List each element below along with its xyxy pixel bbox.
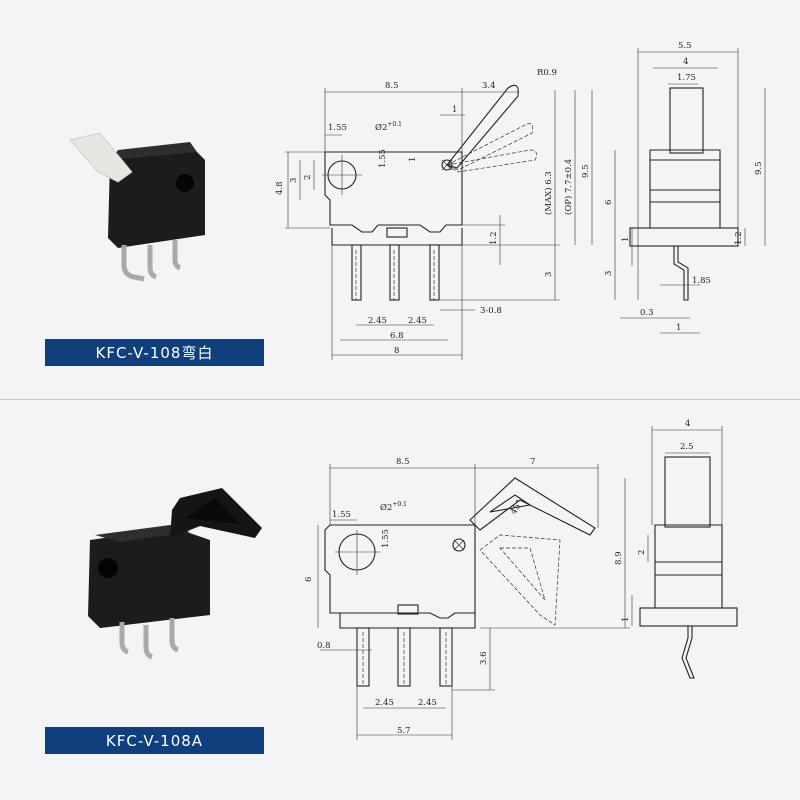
- product-section-kfc-v-108-bent: 8.5 3.4 R0.9 1.55 Ø2+0.1 1.55 1 1 4.8 3 …: [45, 41, 766, 366]
- dim-pin-length: 3: [544, 272, 554, 277]
- dim-side-width: 4: [685, 419, 690, 429]
- dim-pin-width: 3-0.8: [480, 306, 502, 316]
- side-view: [614, 48, 766, 334]
- dim-side-pin-thickness: 0.3: [640, 308, 654, 318]
- dim-hole-offset: 1.55: [328, 123, 347, 133]
- dim-side-pin-length: 3: [604, 271, 614, 276]
- dim-pivot-dx: 1: [452, 105, 457, 115]
- dim-side-width: 4: [683, 57, 688, 67]
- dim-pin-span: 5.7: [397, 726, 411, 736]
- dim-flange: 1.2: [489, 231, 499, 245]
- dim-overall-height: 8.9: [614, 551, 624, 565]
- dim-plunger-width: 2.5: [680, 442, 694, 452]
- dim-hole-center: 1.55: [378, 149, 388, 168]
- dim-body-height: 4.8: [275, 181, 285, 195]
- dim-side-base: 1: [621, 617, 631, 622]
- dim-pin-pitch-1: 2.45: [375, 698, 394, 708]
- dim-pin-thickness: 0.8: [317, 641, 331, 651]
- dim-side-step: 1: [621, 237, 631, 242]
- dim-pin-pitch-2: 2.45: [408, 316, 427, 326]
- dim-lever-radius: R0.9: [537, 68, 557, 78]
- product-section-kfc-v-108a: 8.5 7 1.55 Ø2+0.1 1.55 45° 6 8.9 0.8 3.6…: [0, 400, 800, 800]
- dim-side-height: 6: [604, 200, 614, 205]
- dim-hole-center: 1.55: [381, 529, 391, 548]
- dim-side-total: 5.5: [678, 41, 692, 51]
- dim-lever-offset: 3.4: [482, 81, 496, 91]
- dim-side-flange: 1.2: [734, 231, 744, 245]
- dim-body-width: 8.5: [396, 457, 410, 467]
- dim-pin-pitch-2: 2.45: [418, 698, 437, 708]
- white-lever-image: [69, 132, 133, 183]
- dim-hole-small: 2: [303, 175, 313, 180]
- product-photo: [69, 132, 205, 282]
- product-photo: [88, 488, 262, 660]
- dim-side-overall: 9.5: [754, 161, 764, 175]
- technical-drawing: 8.5 3.4 R0.9 1.55 Ø2+0.1 1.55 1 1 4.8 3 …: [69, 41, 766, 360]
- dim-body-width: 8.5: [385, 81, 399, 91]
- dimension-labels: 8.5 7 1.55 Ø2+0.1 1.55 45° 6 8.9 0.8 3.6…: [304, 419, 694, 736]
- dim-plunger-width: 1.75: [677, 73, 696, 83]
- side-view: [631, 426, 738, 679]
- technical-drawing: 8.5 7 1.55 Ø2+0.1 1.55 45° 6 8.9 0.8 3.6…: [88, 419, 738, 740]
- dim-body-height: 6: [304, 577, 314, 582]
- dim-lever-width: 7: [530, 457, 535, 467]
- front-view: [317, 464, 630, 740]
- dim-overall-height: 9.5: [581, 164, 591, 178]
- switch-body-image: [88, 528, 210, 628]
- dim-side-step: 2: [637, 550, 647, 555]
- section-divider: [0, 399, 800, 400]
- dim-base-width: 8: [394, 346, 399, 356]
- model-label: KFC-V-108弯白: [45, 339, 264, 366]
- front-view: [285, 84, 593, 360]
- dim-hole-diameter: Ø2+0.1: [375, 121, 402, 133]
- dim-side-pin-offset: 1.85: [692, 276, 711, 286]
- dim-hole-height: 3: [289, 178, 299, 183]
- dimension-labels: 8.5 3.4 R0.9 1.55 Ø2+0.1 1.55 1 1 4.8 3 …: [275, 41, 764, 356]
- dim-hole-offset: 1.55: [332, 510, 351, 520]
- dim-op: (OP) 7.7±0.4: [563, 159, 574, 215]
- dim-pivot-dy: 1: [408, 157, 418, 162]
- switch-body-image: [108, 150, 205, 248]
- dim-pin-span: 6.8: [390, 331, 404, 341]
- dim-max: (MAX) 6.3: [543, 171, 554, 215]
- dim-hole-diameter: Ø2+0.1: [380, 501, 407, 513]
- dim-pin-length: 3.6: [479, 651, 489, 665]
- model-label: KFC-V-108A: [45, 727, 264, 754]
- dim-pin-pitch-1: 2.45: [368, 316, 387, 326]
- dim-side-pin-width: 1: [676, 323, 681, 333]
